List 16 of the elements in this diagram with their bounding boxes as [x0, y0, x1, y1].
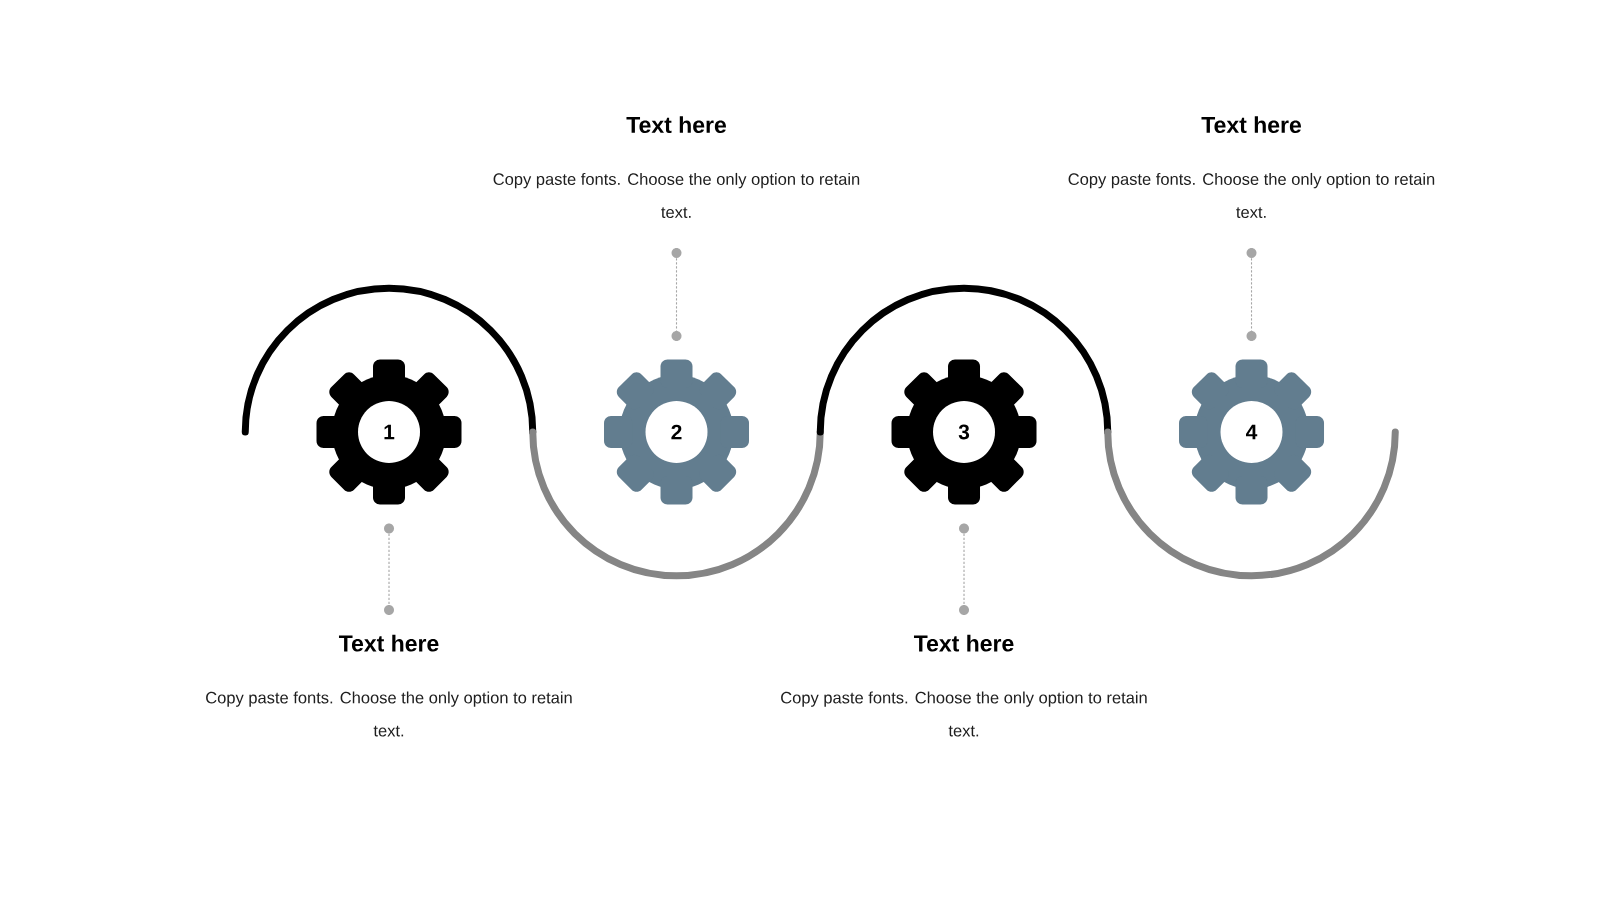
step-description: Copy paste fonts. Choose the only option to retain text.: [493, 172, 860, 219]
step-description: Copy paste fonts. Choose the only option to retain text.: [206, 691, 572, 737]
step-description: Copy paste fonts. Choose the only option to retain text.: [1068, 172, 1435, 219]
step-title: Text here: [626, 116, 726, 134]
leader-line: [675, 257, 678, 332]
leader-line: [1250, 257, 1253, 332]
step-title: Text here: [339, 634, 439, 652]
numbered-gear: 2: [604, 359, 749, 505]
numbered-gear: 3: [891, 359, 1037, 505]
step-title: Text here: [914, 634, 1014, 652]
numbered-gear: 4: [1179, 359, 1324, 505]
numbered-gear: 1: [316, 359, 462, 505]
leader-line: [388, 533, 390, 606]
leader-line: [963, 533, 965, 606]
step-description: Copy paste fonts. Choose the only option to retain text.: [781, 691, 1147, 737]
step-title: Text here: [1201, 116, 1301, 134]
